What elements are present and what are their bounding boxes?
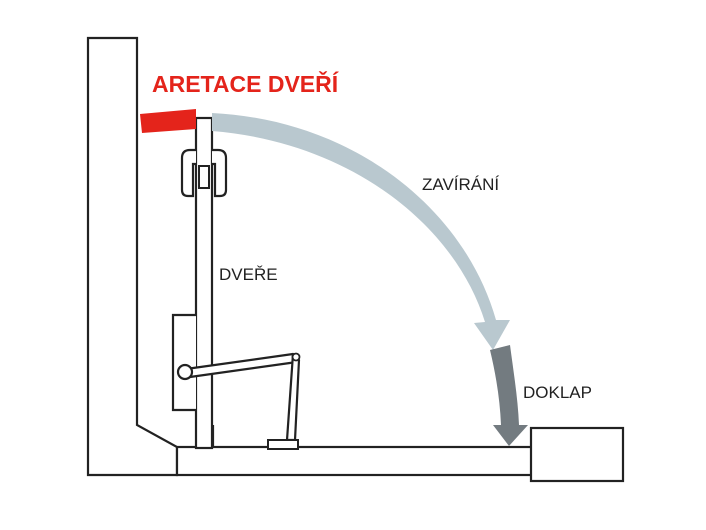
floor-rail [175, 445, 539, 477]
closing-label: ZAVÍRÁNÍ [422, 175, 499, 194]
detent-label: ARETACE DVEŘÍ [152, 70, 339, 97]
final-close-arc [490, 345, 528, 446]
final-close-label: DOKLAP [523, 383, 592, 402]
door-label: DVEŘE [219, 265, 278, 284]
closing-arc [212, 113, 510, 350]
closer-body [171, 313, 196, 412]
wall-frame [86, 36, 179, 477]
hinge-bracket [180, 148, 228, 198]
closer-arm [176, 352, 301, 450]
detent-arc [140, 109, 196, 133]
door-stop-block [529, 426, 625, 483]
